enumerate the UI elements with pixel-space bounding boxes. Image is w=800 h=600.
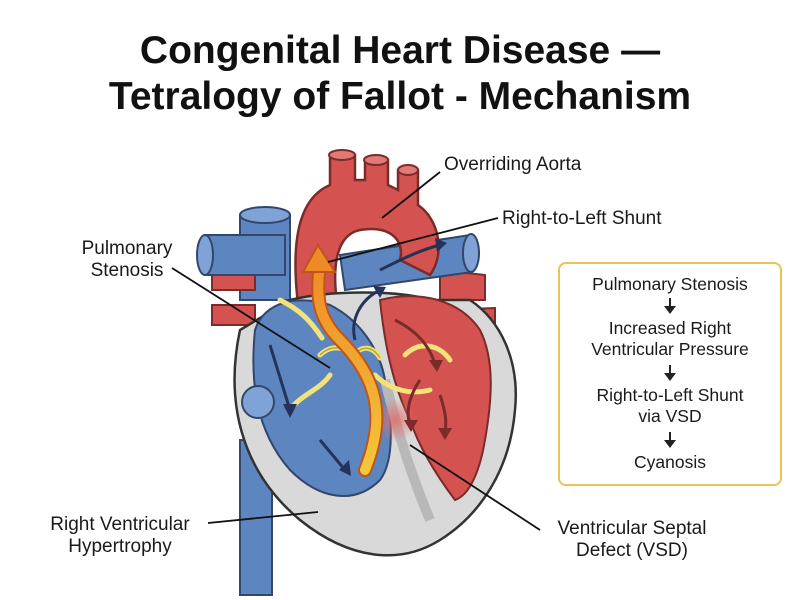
flow-step-pulmonary-stenosis: Pulmonary Stenosis [592, 274, 748, 294]
aorta [294, 153, 440, 322]
label-pulmonary-stenosis: Pulmonary Stenosis [72, 238, 182, 282]
label-vsd: Ventricular Septal Defect (VSD) [542, 518, 722, 562]
title-line-1: Congenital Heart Disease — [139, 29, 661, 72]
flow-step-2-line-1: Increased Right [608, 318, 732, 338]
flow-arrow-2 [664, 365, 676, 381]
flow-step-increased-pressure: Increased Right Ventricular Pressure [560, 318, 780, 360]
flow-arrow-1 [664, 298, 676, 314]
septum [380, 378, 435, 522]
flow-step-cyanosis: Cyanosis [634, 452, 706, 472]
label-overriding-aorta: Overriding Aorta [444, 154, 582, 175]
label-rvh-line-1: Right Ventricular [50, 514, 190, 535]
label-vsd-line-1: Ventricular Septal [557, 518, 707, 539]
mechanism-flowchart: Pulmonary Stenosis Increased Right Ventr… [558, 262, 782, 486]
flow-step-3-line-2: via VSD [638, 406, 702, 426]
flow-arrow-3 [664, 432, 676, 448]
coronary-sinus [241, 385, 275, 419]
flow-arrows [268, 243, 441, 471]
label-shunt: Right-to-Left Shunt [502, 208, 662, 229]
flow-step-shunt: Right-to-Left Shunt via VSD [560, 385, 780, 427]
flow-step-3-line-1: Right-to-Left Shunt [596, 385, 744, 405]
label-rvh: Right Ventricular Hypertrophy [30, 514, 210, 558]
svc-opening [239, 206, 291, 224]
page-title: Congenital Heart Disease — Tetralogy of … [0, 28, 800, 120]
label-rvh-line-2: Hypertrophy [68, 536, 172, 557]
title-line-2: Tetralogy of Fallot - Mechanism [108, 75, 692, 118]
pulmonary-veins-upper [439, 268, 486, 301]
shunt-arrowhead [301, 243, 337, 273]
pulmonary-veins-left-lower [211, 304, 256, 326]
flow-step-2-line-2: Ventricular Pressure [591, 339, 749, 359]
label-pulmonary-stenosis-line-1: Pulmonary [81, 238, 173, 259]
leader-lines [171, 171, 541, 531]
pulmonary-artery-left [204, 234, 286, 276]
label-pulmonary-stenosis-line-2: Stenosis [90, 260, 164, 281]
vsd-glow [373, 398, 417, 442]
label-vsd-line-2: Defect (VSD) [576, 540, 688, 561]
